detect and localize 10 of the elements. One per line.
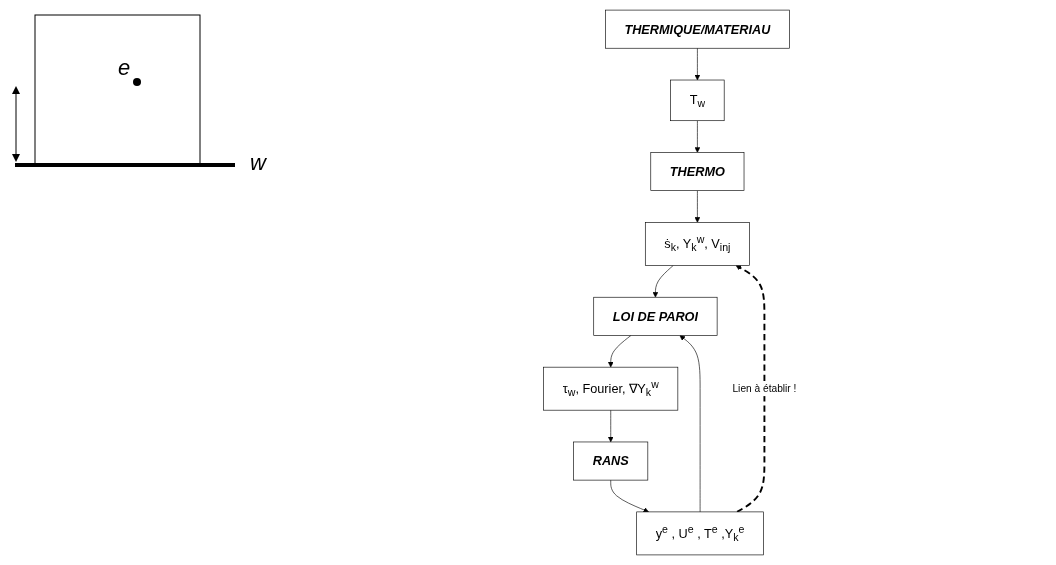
arrow	[735, 265, 766, 513]
point-label: w	[250, 150, 266, 176]
point-label: e	[118, 55, 131, 81]
node-box: ṡ$_{k}$, Y$_{k}$$^{w}$, V$_{inj}$	[644, 222, 750, 266]
edge-label: Lien à établir !	[732, 382, 797, 394]
node-box: T$_{w}$	[670, 79, 725, 122]
node-box: LOI DE PAROI	[593, 296, 718, 336]
node-box: THERMO	[650, 152, 745, 191]
node-box: THERMIQUE/MATERIAU	[605, 9, 790, 49]
node-box: RANS	[573, 441, 649, 481]
